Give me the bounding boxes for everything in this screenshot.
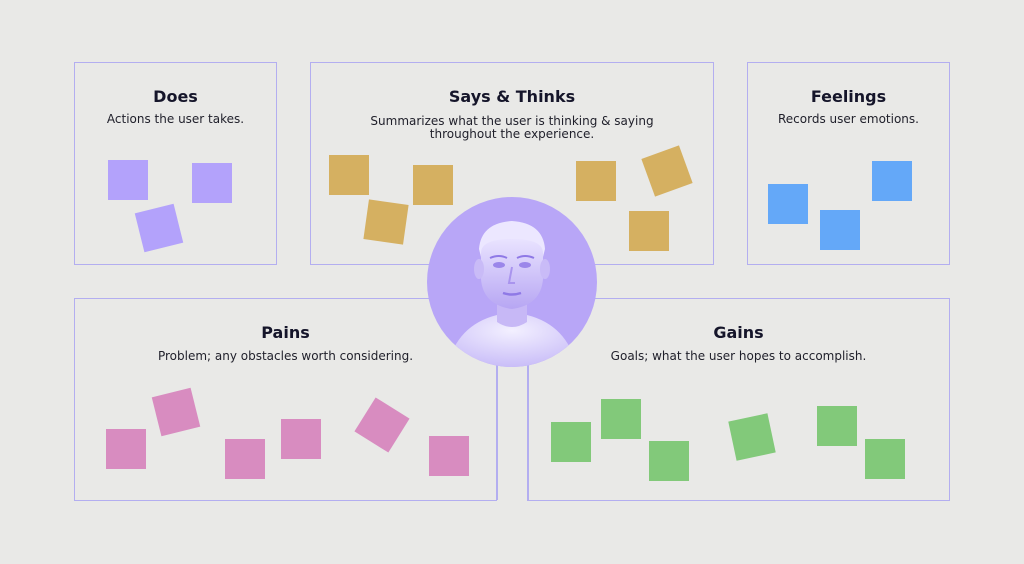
does-panel: Does Actions the user takes. <box>74 62 277 265</box>
pains-title: Pains <box>261 323 310 342</box>
sticky-note <box>551 422 591 462</box>
sticky-note <box>872 161 912 201</box>
sticky-note <box>728 413 776 461</box>
sticky-note <box>429 436 469 476</box>
sticky-note <box>192 163 232 203</box>
pains-description: Problem; any obstacles worth considering… <box>157 349 414 363</box>
sticky-note <box>363 199 409 245</box>
says-thinks-description-line1: Summarizes what the user is thinking & s… <box>370 114 654 128</box>
does-description: Actions the user takes. <box>106 112 245 126</box>
feelings-title: Feelings <box>810 87 887 106</box>
sticky-note <box>865 439 905 479</box>
sticky-note <box>354 397 410 453</box>
pains-panel: Pains Problem; any obstacles worth consi… <box>74 298 497 501</box>
sticky-note <box>134 203 184 253</box>
sticky-note <box>106 429 146 469</box>
sticky-note <box>649 441 689 481</box>
gains-panel: Gains Goals; what the user hopes to acco… <box>527 298 950 501</box>
gains-title: Gains <box>713 323 764 342</box>
sticky-note <box>108 160 148 200</box>
says-thinks-title: Says & Thinks <box>448 87 576 106</box>
says-thinks-panel: Says & Thinks Summarizes what the user i… <box>310 62 714 265</box>
user-avatar <box>427 197 597 367</box>
does-title: Does <box>153 87 198 106</box>
sticky-note <box>225 439 265 479</box>
feelings-description: Records user emotions. <box>778 112 919 126</box>
sticky-note <box>576 161 616 201</box>
sticky-note <box>820 210 860 250</box>
sticky-note <box>329 155 369 195</box>
sticky-note <box>151 387 201 437</box>
sticky-note <box>629 211 669 251</box>
sticky-note <box>641 145 693 197</box>
sticky-note <box>281 419 321 459</box>
sticky-note <box>601 399 641 439</box>
sticky-note <box>413 165 453 205</box>
says-thinks-description-line2: throughout the experience. <box>429 127 595 141</box>
user-portrait-icon <box>447 221 577 367</box>
sticky-note <box>768 184 808 224</box>
feelings-panel: Feelings Records user emotions. <box>747 62 950 265</box>
gains-description: Goals; what the user hopes to accomplish… <box>610 349 867 363</box>
sticky-note <box>817 406 857 446</box>
